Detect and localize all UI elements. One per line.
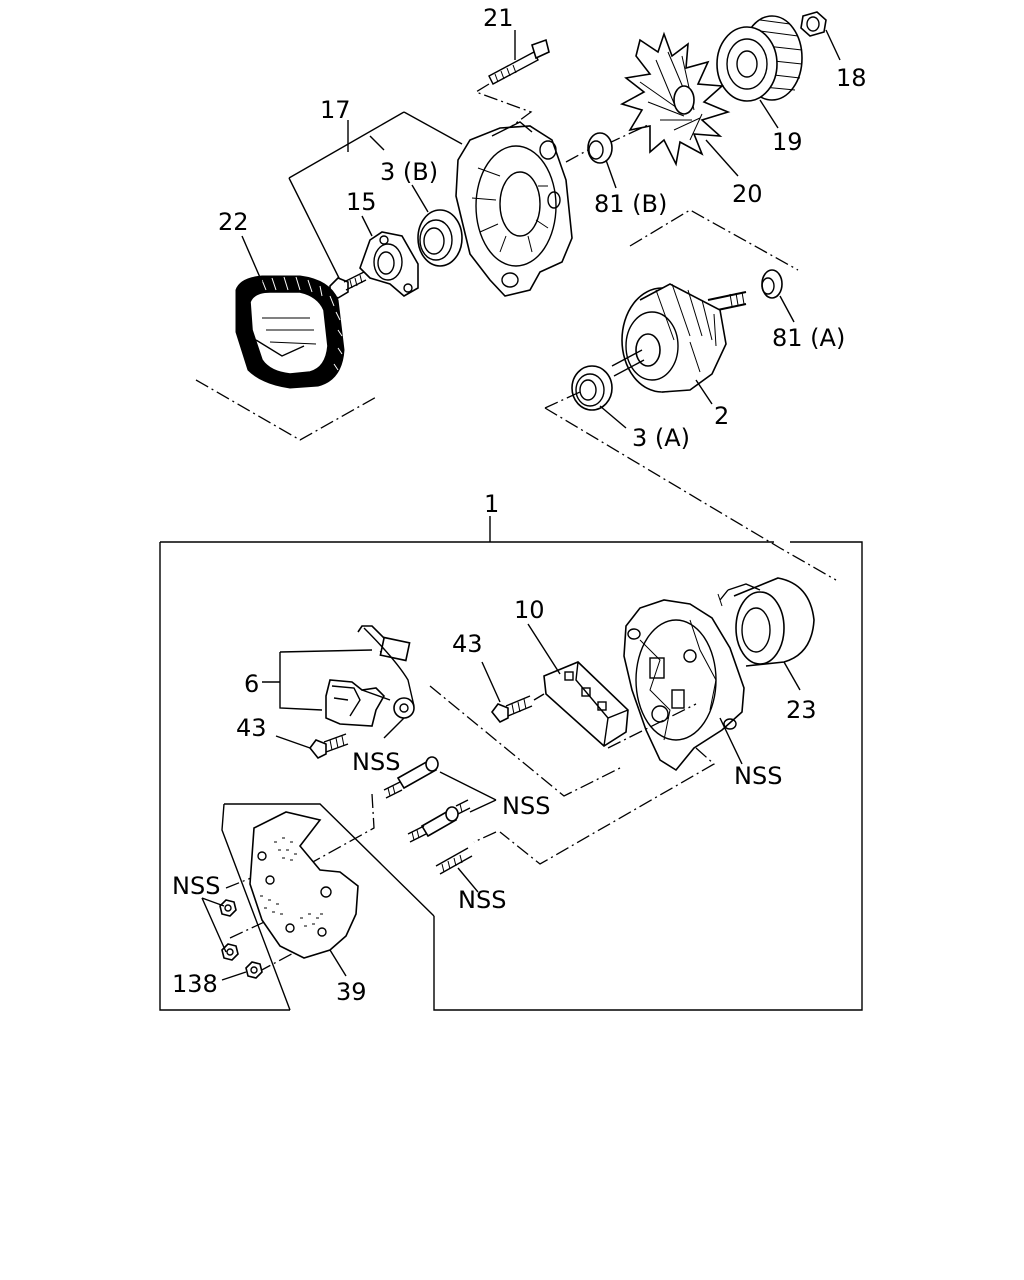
- bearing-part-3a: [571, 365, 627, 429]
- collar-part-81a: [761, 269, 795, 323]
- label-15: 15: [346, 188, 377, 216]
- label-1: 1: [484, 490, 499, 518]
- label-81b: 81 (B): [594, 190, 667, 218]
- fan-axis: [606, 123, 651, 145]
- rear-cover-part-23: [717, 577, 815, 691]
- label-3b: 3 (B): [380, 158, 438, 186]
- label-21: 21: [483, 4, 514, 32]
- rear-housing: [623, 599, 745, 772]
- label-nss-lower-stud: NSS: [458, 886, 506, 914]
- brush-tab: [533, 693, 545, 701]
- leader-housing-plate: [499, 747, 716, 865]
- regulator-part-6: [262, 625, 415, 727]
- pulley-part-19: [716, 15, 803, 129]
- bracket-17: [288, 111, 463, 281]
- leader-rotor-bottom: [544, 407, 837, 581]
- stator-part-22: [235, 235, 345, 389]
- leader-22: [195, 379, 379, 441]
- front-housing: [455, 121, 573, 297]
- fan-part-20: [619, 31, 739, 177]
- housing-axis: [607, 703, 697, 749]
- plate-bracket: [224, 803, 435, 917]
- rotor-part-2: [611, 283, 747, 405]
- label-81a: 81 (A): [772, 324, 845, 352]
- label-43-upper: 43: [452, 630, 483, 658]
- label-nss-nuts: NSS: [172, 872, 220, 900]
- label-20: 20: [732, 180, 763, 208]
- leader-rotor-top: [629, 209, 799, 271]
- screw-part-43-upper: [481, 661, 533, 724]
- rectifier-plate-part-39: [249, 811, 359, 977]
- label-43-lower: 43: [236, 714, 267, 742]
- label-138: 138: [172, 970, 218, 998]
- label-18: 18: [836, 64, 867, 92]
- label-19: 19: [772, 128, 803, 156]
- through-bolt-part-21: [488, 30, 550, 85]
- leader-21: [474, 83, 533, 127]
- label-nss-studs: NSS: [502, 792, 550, 820]
- label-10: 10: [514, 596, 545, 624]
- nut-part-138: [221, 961, 263, 981]
- plate-bracket-left: [221, 803, 291, 1011]
- collar-axis: [565, 149, 589, 163]
- label-6: 6: [244, 670, 259, 698]
- screw-part-43-lower: [275, 733, 349, 760]
- leader-nss-nuts: [201, 897, 227, 953]
- leader-regulator-housing: [429, 685, 621, 797]
- stud-nss-upper: [383, 756, 497, 801]
- leader-6-nss: [383, 717, 405, 739]
- label-nss-regulator: NSS: [352, 748, 400, 776]
- stud-nss-lower: [435, 847, 479, 893]
- label-17: 17: [320, 96, 351, 124]
- rectifier-assembly-box-part-1: [159, 516, 863, 1011]
- collar-part-81b: [587, 132, 617, 189]
- nut-part-18: [800, 11, 841, 61]
- label-3a: 3 (A): [632, 424, 690, 452]
- bearing-part-3b: [411, 184, 463, 267]
- nut-nss-lower: [221, 943, 239, 961]
- nut-nss-upper: [219, 899, 237, 917]
- label-39: 39: [336, 978, 367, 1006]
- label-23: 23: [786, 696, 817, 724]
- brush-holder-part-10: [527, 623, 629, 748]
- label-2: 2: [714, 402, 729, 430]
- leader-3a-axis: [544, 391, 581, 409]
- stud-nss-middle: [407, 799, 497, 843]
- leader-studs: [301, 793, 497, 869]
- label-22: 22: [218, 208, 249, 236]
- retainer-plate-part-15: [359, 215, 419, 297]
- label-nss-housing: NSS: [734, 762, 782, 790]
